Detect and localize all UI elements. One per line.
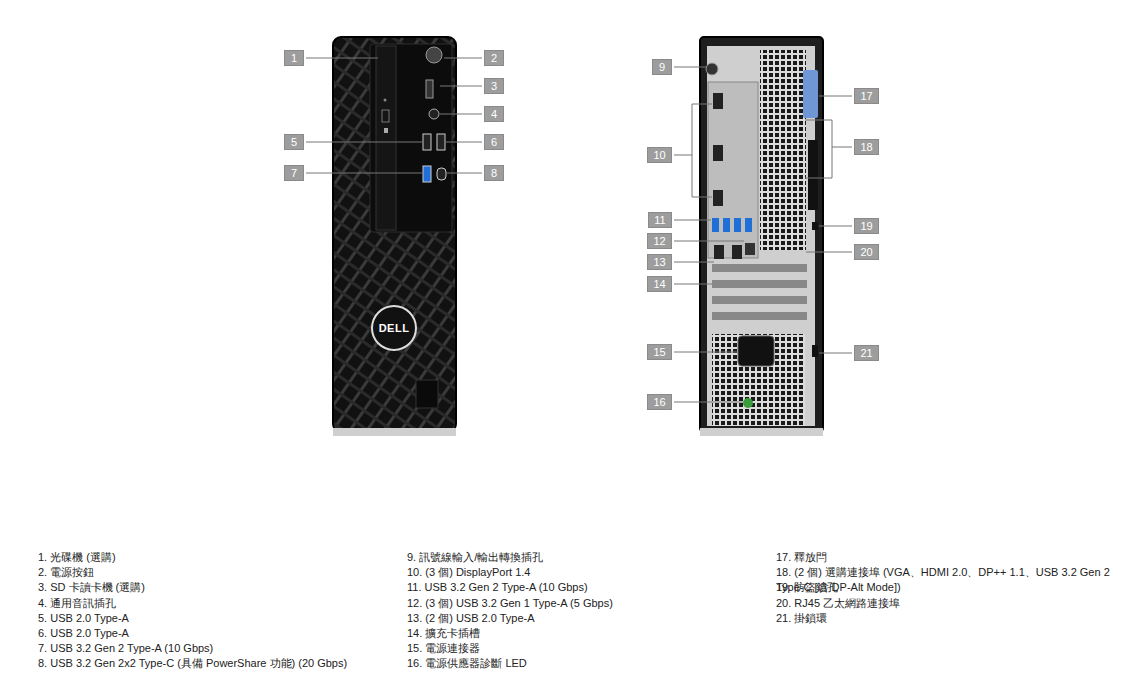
- callout-number-text: 14: [648, 277, 671, 291]
- callout-number: 16: [647, 394, 672, 410]
- leader-lines: [306, 58, 852, 402]
- callout-number: 9: [652, 59, 672, 75]
- callout-number: 18: [854, 139, 879, 155]
- callout-number-text: 6: [485, 135, 503, 149]
- callout-number-text: 19: [855, 219, 878, 233]
- callout-number: 3: [484, 78, 504, 94]
- callout-number-text: 1: [285, 51, 303, 65]
- callout-number: 1: [284, 50, 304, 66]
- legend-item-text: 6. USB 2.0 Type-A: [38, 626, 129, 641]
- legend-item-text: 17. 釋放閂: [776, 550, 1111, 565]
- legend-item-text: 2. 電源按鈕: [38, 565, 94, 580]
- legend-item-text: 5. USB 2.0 Type-A: [38, 611, 129, 626]
- callout-number-text: 2: [485, 51, 503, 65]
- callout-number-text: 17: [855, 89, 878, 103]
- legend-item-text: 12. (3 個) USB 3.2 Gen 1 Type-A (5 Gbps): [407, 596, 613, 611]
- rear-view: [700, 37, 823, 436]
- callout-number-text: 9: [653, 60, 671, 74]
- callout-number: 11: [648, 212, 672, 228]
- callout-number-text: 11: [649, 213, 671, 227]
- legend-item-text: 3. SD 卡讀卡機 (選購): [38, 580, 145, 595]
- legend-item-text: 1. 光碟機 (選購): [38, 550, 116, 565]
- callout-number: 10: [647, 147, 672, 163]
- callout-number: 5: [284, 134, 304, 150]
- callout-number-text: 10: [648, 148, 671, 162]
- callout-number-text: 16: [648, 395, 671, 409]
- legend-item-text: 19. 防盜鎖孔: [776, 580, 1111, 595]
- callout-number: 6: [484, 134, 504, 150]
- callout-number: 13: [647, 254, 672, 270]
- legend-item-text: 21. 掛鎖環: [776, 611, 1111, 626]
- legend-item-text: 10. (3 個) DisplayPort 1.4: [407, 565, 531, 580]
- callout-number: 14: [647, 276, 672, 292]
- front-view: [333, 37, 456, 436]
- callout-number: 12: [647, 233, 672, 249]
- callout-number-text: 8: [485, 166, 503, 180]
- callout-number: 7: [284, 165, 304, 181]
- legend-item-text: 8. USB 3.2 Gen 2x2 Type-C (具備 PowerShare…: [38, 656, 347, 671]
- legend-item-text: 4. 通用音訊插孔: [38, 596, 116, 611]
- callout-number-text: 13: [648, 255, 671, 269]
- callout-number: 19: [854, 218, 879, 234]
- callout-number: 17: [854, 88, 879, 104]
- callout-number: 21: [854, 345, 879, 361]
- legend-item-text: 15. 電源連接器: [407, 641, 480, 656]
- callout-number: 15: [647, 344, 672, 360]
- callout-number-text: 21: [855, 346, 878, 360]
- callout-number-text: 15: [648, 345, 671, 359]
- callout-number: 8: [484, 165, 504, 181]
- callout-number: 4: [484, 106, 504, 122]
- legend-item-text: 14. 擴充卡插槽: [407, 626, 480, 641]
- callout-number-text: 12: [648, 234, 671, 248]
- legend-item-text: 9. 訊號線輸入/輸出轉換插孔: [407, 550, 543, 565]
- callout-number-text: 5: [285, 135, 303, 149]
- callout-number-text: 3: [485, 79, 503, 93]
- callout-number-text: 4: [485, 107, 503, 121]
- callout-number: 2: [484, 50, 504, 66]
- callout-number-text: 7: [285, 166, 303, 180]
- legend-item-text: 7. USB 3.2 Gen 2 Type-A (10 Gbps): [38, 641, 213, 656]
- callout-number: 20: [854, 244, 879, 260]
- callout-number-text: 20: [855, 245, 878, 259]
- legend-item-text: 20. RJ45 乙太網路連接埠: [776, 596, 1111, 611]
- legend-item-text: 16. 電源供應器診斷 LED: [407, 656, 527, 671]
- legend-item-text: 11. USB 3.2 Gen 2 Type-A (10 Gbps): [407, 580, 588, 595]
- legend-item-text: 13. (2 個) USB 2.0 Type-A: [407, 611, 535, 626]
- brand-logo: DELL: [379, 322, 410, 334]
- callout-number-text: 18: [855, 140, 878, 154]
